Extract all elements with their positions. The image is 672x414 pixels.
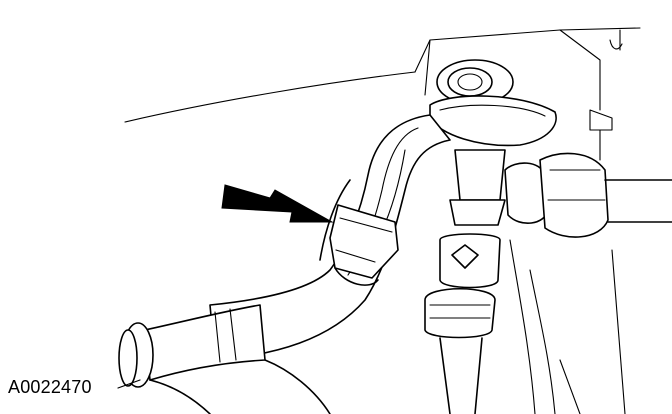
pointer-arrow-icon — [221, 184, 334, 223]
figure-reference-code: A0022470 — [8, 377, 92, 397]
tube-end-fitting — [118, 304, 331, 414]
retaining-clip — [329, 204, 399, 286]
panel-fitting — [429, 59, 557, 147]
reference-leader-line — [117, 379, 141, 389]
side-fitting-nut — [504, 152, 672, 238]
expansion-valve-body — [424, 149, 506, 414]
background-panel — [124, 27, 641, 414]
